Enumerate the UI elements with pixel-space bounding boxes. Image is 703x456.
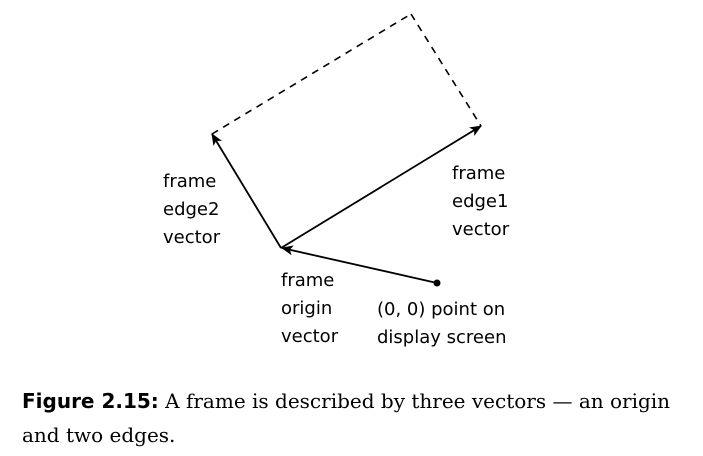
- origin-label-line-3: vector: [281, 326, 339, 347]
- edge2-label-line-3: vector: [163, 227, 221, 248]
- edge2-vector-arrow: [211, 133, 282, 249]
- frame-dashed-top-edge: [211, 13, 412, 135]
- edge1-label-line-3: vector: [452, 219, 510, 240]
- origin-label-line-1: frame: [281, 270, 335, 291]
- edge2-label-line-2: edge2: [163, 199, 220, 220]
- origin-vector-label: frame origin vector: [281, 267, 338, 351]
- screen-origin-label: (0, 0) point on display screen: [377, 296, 506, 352]
- frame-dashed-right-edge: [410, 13, 482, 127]
- screen-label-line-2: display screen: [377, 327, 507, 348]
- caption-text: A frame is described by three vectors — …: [22, 389, 671, 447]
- edge2-vector-label: frame edge2 vector: [163, 168, 220, 252]
- screen-origin-point: [433, 279, 441, 287]
- edge1-label-line-2: edge1: [452, 191, 509, 212]
- screen-label-line-1: (0, 0) point on: [377, 299, 506, 320]
- origin-label-line-2: origin: [281, 298, 333, 319]
- edge2-label-line-1: frame: [163, 171, 217, 192]
- edge1-vector-arrow: [280, 125, 482, 249]
- figure-number: Figure 2.15:: [22, 389, 159, 413]
- origin-vector-arrow: [281, 245, 438, 284]
- edge1-vector-label: frame edge1 vector: [452, 160, 509, 244]
- edge1-label-line-1: frame: [452, 163, 506, 184]
- figure-caption: Figure 2.15: A frame is described by thr…: [22, 384, 682, 452]
